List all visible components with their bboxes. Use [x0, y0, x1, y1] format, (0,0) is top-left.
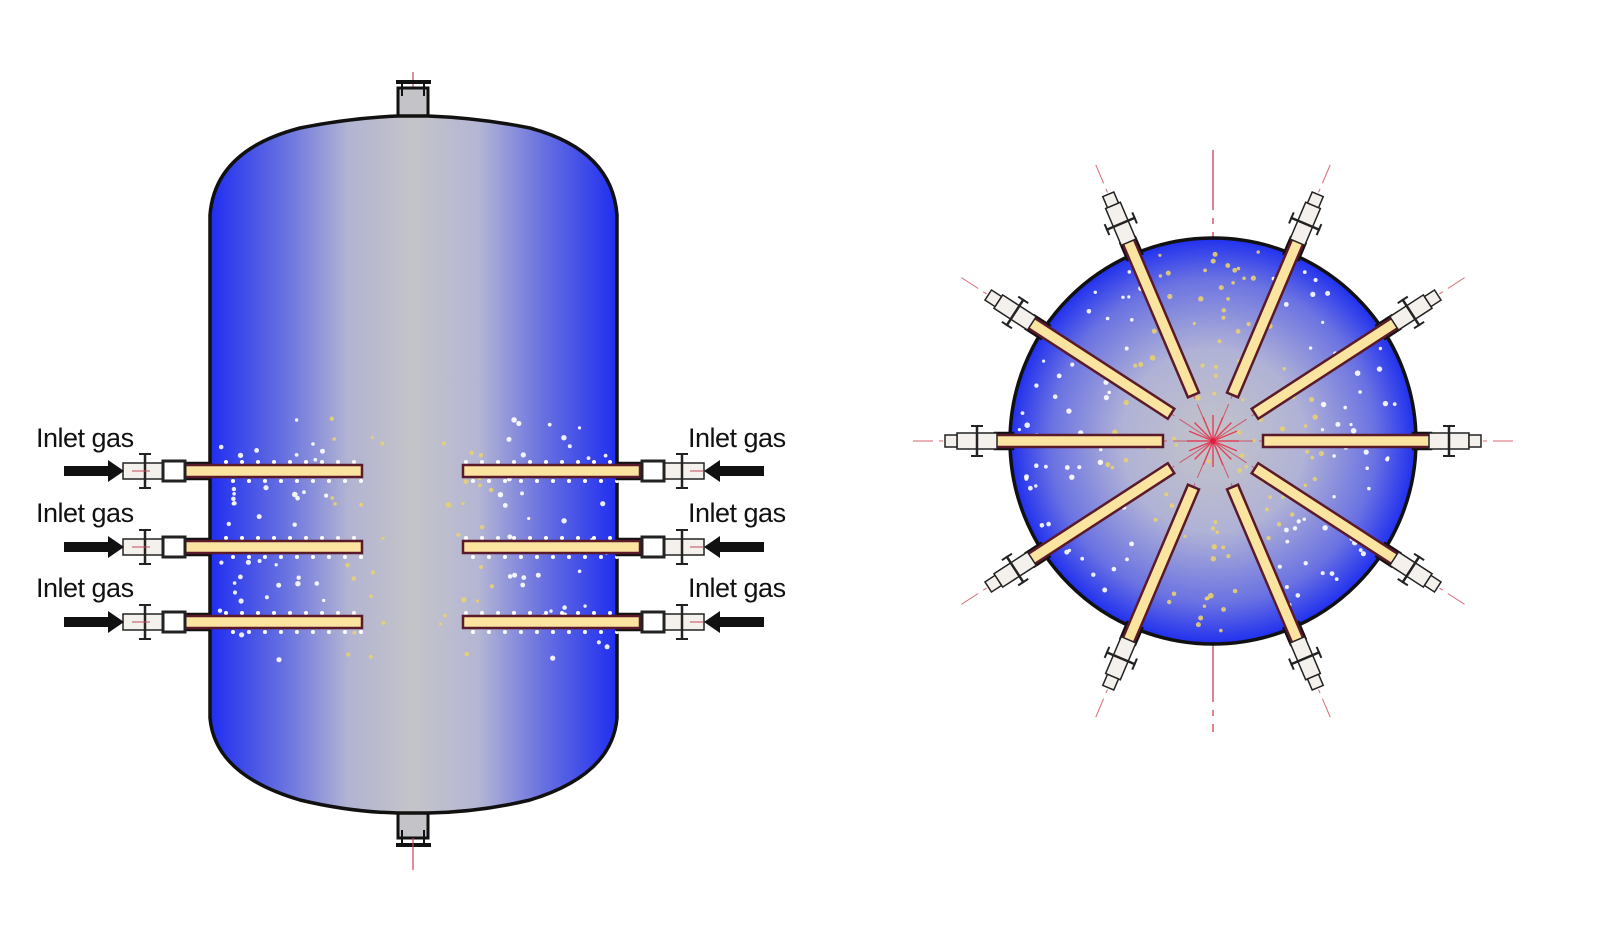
inlet-gas-label-left-1: Inlet gas: [36, 423, 134, 453]
inlet-arrows: [64, 460, 764, 633]
vessel-body: [208, 114, 619, 815]
side-lances: [122, 453, 705, 640]
center-star: [1187, 415, 1239, 467]
inlet-gas-label-left-2: Inlet gas: [36, 498, 134, 528]
inlet-gas-label-right-1: Inlet gas: [688, 423, 786, 453]
bubbles-side: [217, 416, 619, 663]
inlet-gas-label-left-3: Inlet gas: [36, 573, 134, 603]
inlet-gas-label-right-2: Inlet gas: [688, 498, 786, 528]
inlet-gas-label-right-3: Inlet gas: [688, 573, 786, 603]
side-view-vessel: [208, 72, 619, 870]
top-lances: [913, 164, 1513, 718]
